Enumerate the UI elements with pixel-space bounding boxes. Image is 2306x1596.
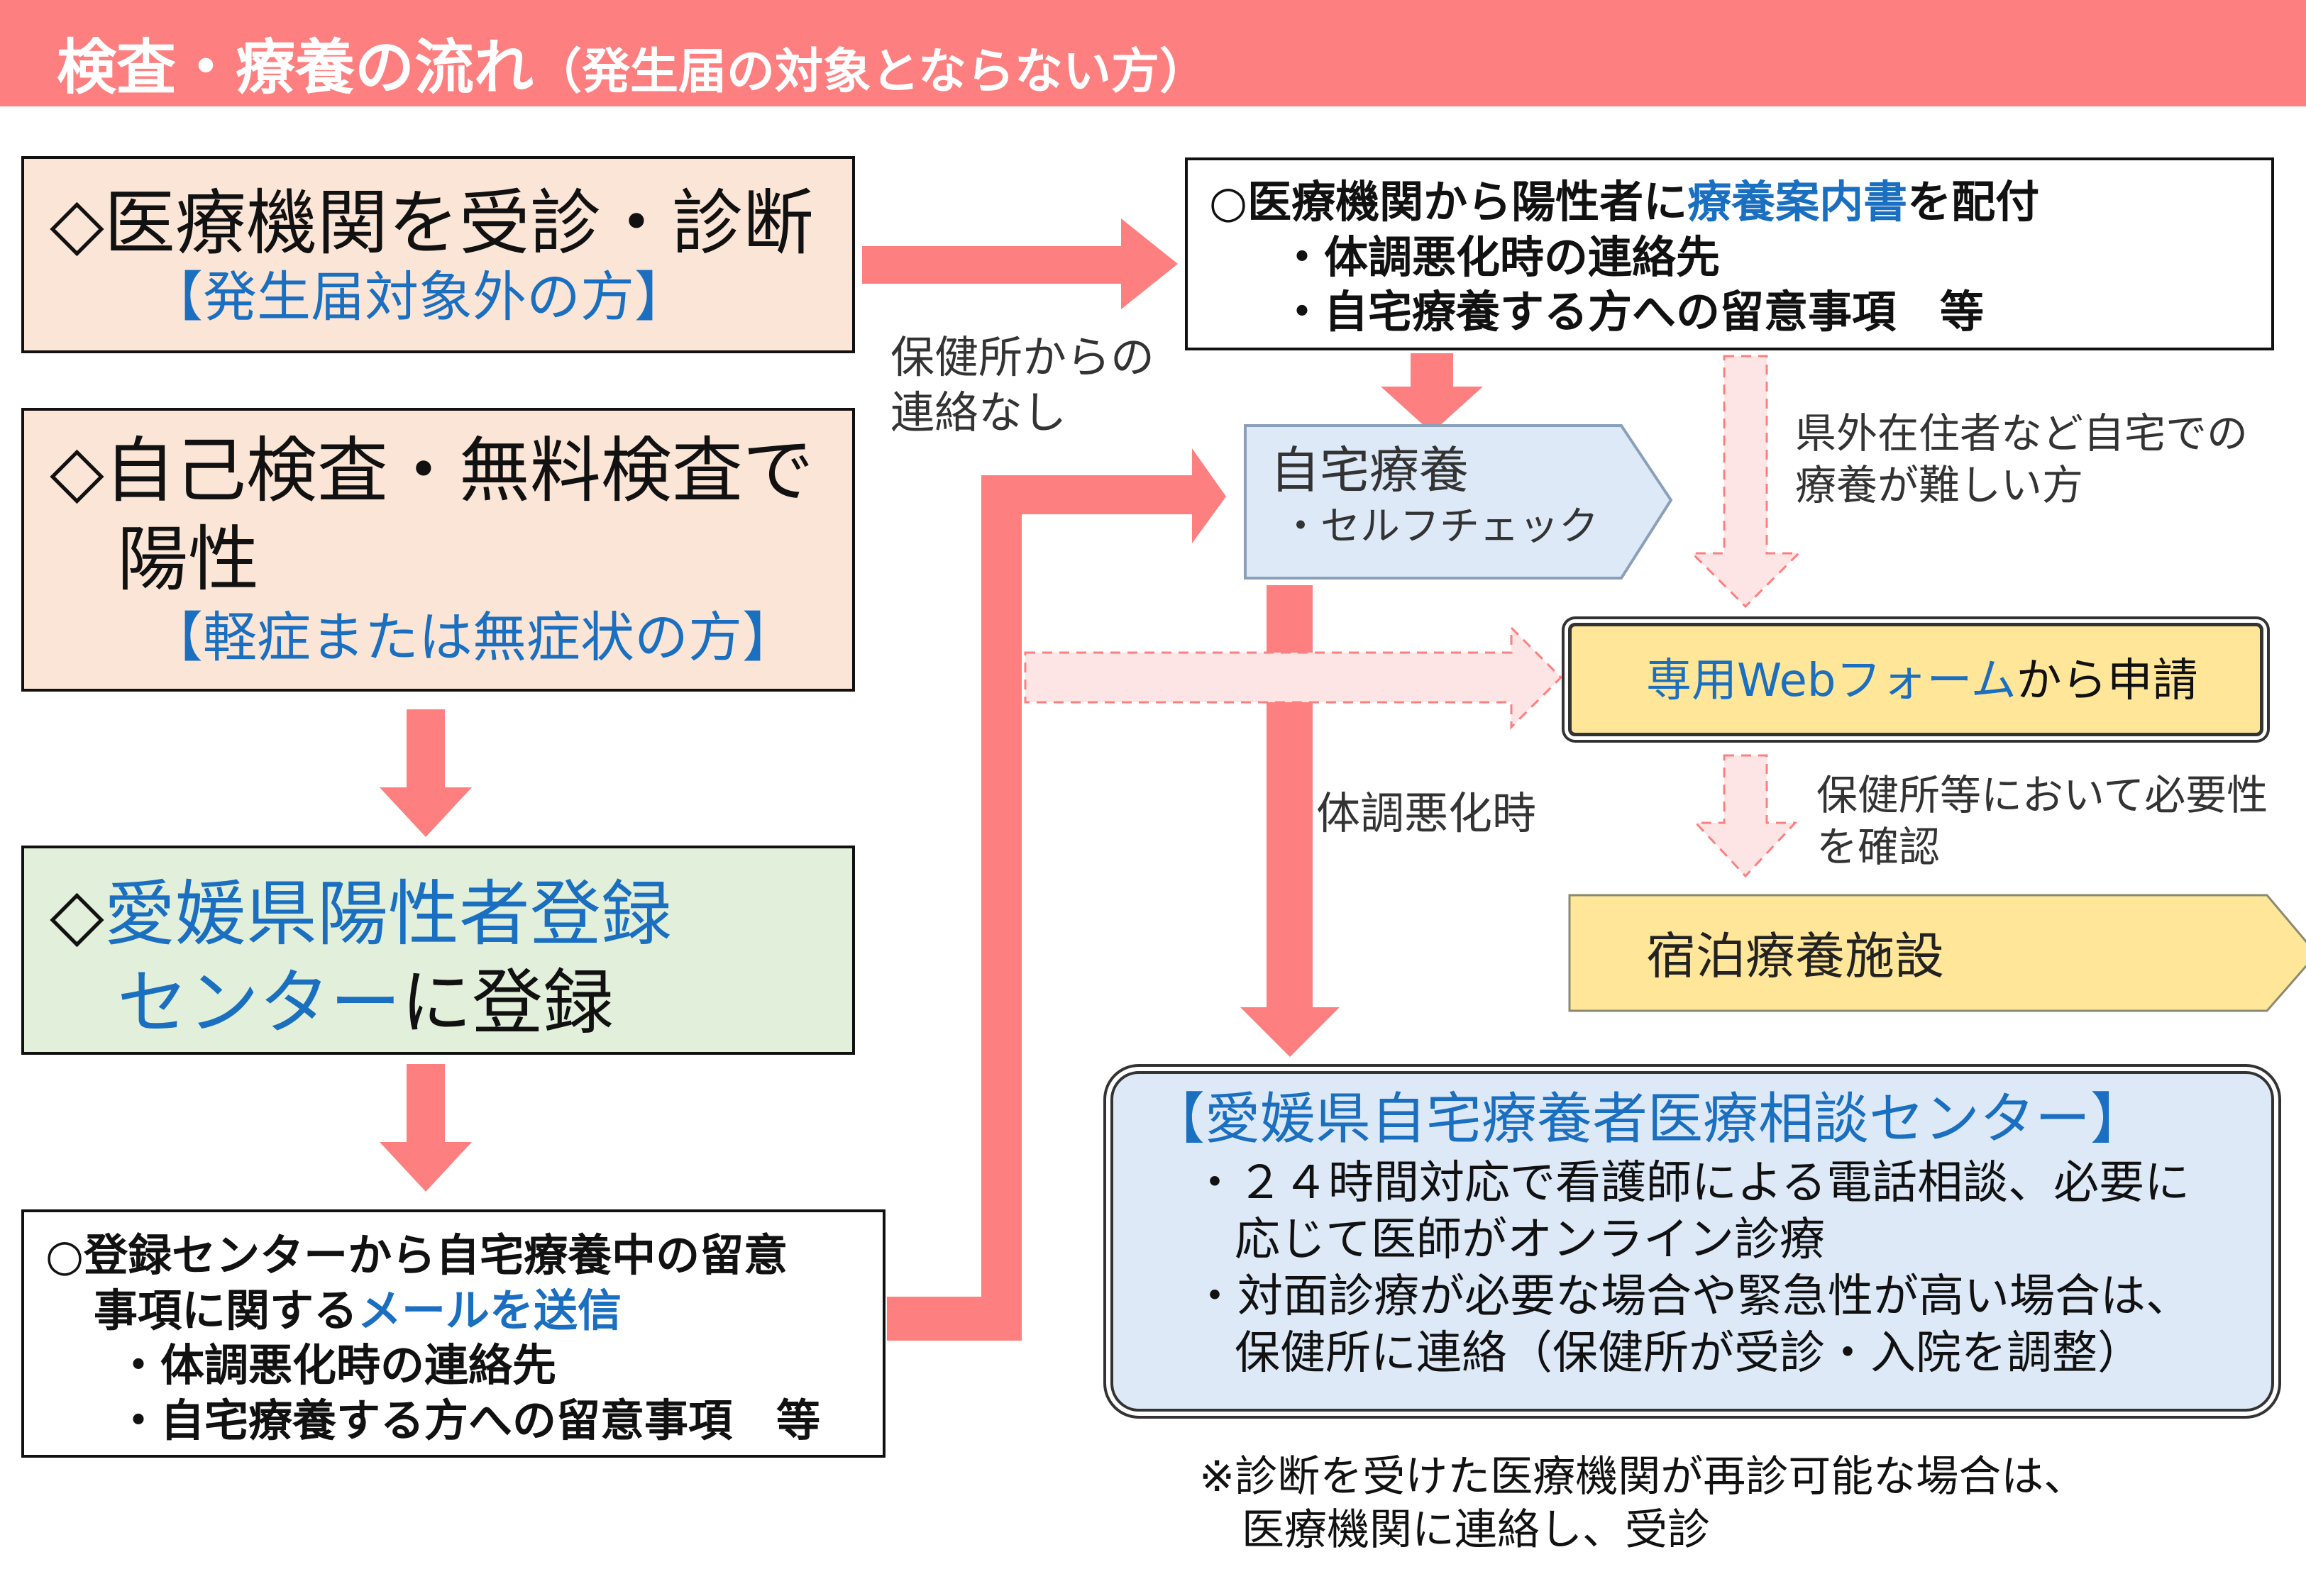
self-test-title: ◇自己検査・無料検査で	[50, 429, 814, 512]
self-test-sub: 【軽症または無症状の方】	[149, 606, 796, 669]
registration-action: に登録	[401, 961, 614, 1044]
registration-center-box: ◇愛媛県陽性者登録 センターに登録	[21, 846, 855, 1055]
clinic-diagnosis-sub: 【発生届対象外の方】	[149, 265, 688, 328]
outside-label: 県外在住者など自宅での 療養が難しい方	[1795, 408, 2248, 511]
arrow-clinic-to-guide	[862, 218, 1178, 309]
arrow-down-2	[380, 1064, 472, 1192]
guide-line1: ○医療機関から陽性者に	[1209, 176, 1688, 228]
clinic-diagnosis-title: ◇医療機関を受診・診断	[50, 182, 814, 265]
center-title: 【愛媛県自宅療養者医療相談センター】	[1149, 1087, 2146, 1151]
mail-notice-highlight: メールを送信	[358, 1284, 622, 1336]
no-contact-label: 保健所からの 連絡なし	[890, 330, 1154, 440]
registration-prefix: ◇	[50, 872, 104, 955]
mail-notice-line1: ○登録センターから自宅療養中の留意	[45, 1229, 788, 1281]
arrow-home-to-center	[1240, 585, 1340, 1057]
consultation-center-box	[1110, 1071, 2274, 1412]
hotel-shape	[1568, 894, 2306, 1012]
guide-line2: ・体調悪化時の連絡先	[1280, 231, 1721, 283]
no-contact-line2: 連絡なし	[890, 386, 1067, 438]
mail-notice-line4: ・自宅療養する方への留意事項 等	[116, 1394, 821, 1446]
home-care-title: 自宅療養	[1270, 441, 1469, 499]
guide-highlight: 療養案内書	[1687, 176, 1908, 228]
footnote-line2: 医療機関に連絡し、受診	[1242, 1505, 1710, 1555]
confirm-label: 保健所等において必要性 を確認	[1816, 770, 2268, 872]
arrow-guide-to-webform	[1689, 355, 1802, 609]
footnote: ※診断を受けた医療機関が再診可能な場合は、 医療機関に連絡し、受診	[1199, 1451, 2086, 1557]
footnote-line1: ※診断を受けた医療機関が再診可能な場合は、	[1199, 1452, 2087, 1502]
center-line4: 保健所に連絡（保健所が受診・入院を調整）	[1235, 1326, 2143, 1380]
webform-action: から申請	[2016, 655, 2198, 707]
arrow-guide-to-home	[1381, 353, 1483, 433]
outside-line2: 療養が難しい方	[1795, 460, 2084, 509]
title-sub: （発生届の対象とならない方）	[534, 44, 1208, 100]
webform-text: 専用Webフォームから申請	[1646, 653, 2198, 709]
arrow-to-webform	[1024, 625, 1563, 730]
page-title: 検査・療養の流れ（発生届の対象とならない方）	[57, 20, 1208, 106]
self-test-box: ◇自己検査・無料検査で 陽性 【軽症または無症状の方】	[21, 408, 855, 692]
arrow-mail-to-home	[887, 448, 1226, 1341]
guide-line1-end: を配付	[1907, 176, 2040, 228]
webform-box[interactable]	[1568, 623, 2263, 736]
guide-distribution-box: ○医療機関から陽性者に療養案内書を配付 ・体調悪化時の連絡先 ・自宅療養する方へ…	[1185, 157, 2274, 350]
home-care-text: 自宅療養 ・セルフチェック	[1270, 440, 1599, 552]
registration-center-name-2: センター	[117, 961, 401, 1044]
consultation-center-text: 【愛媛県自宅療養者医療相談センター】 ・２４時間対応で看護師による電話相談、必要…	[1135, 1085, 2191, 1382]
home-care-sub: ・セルフチェック	[1281, 503, 1599, 550]
center-line2: 応じて医師がオンライン診療	[1235, 1213, 1825, 1266]
arrow-down-1	[380, 709, 472, 837]
confirm-line2: を確認	[1816, 822, 1941, 871]
title-main: 検査・療養の流れ	[57, 33, 534, 102]
mail-notice-line3: ・体調悪化時の連絡先	[116, 1339, 557, 1391]
webform-name: 専用Webフォーム	[1646, 655, 2017, 707]
home-shape	[1244, 424, 1673, 580]
worsen-label: 体調悪化時	[1316, 787, 1537, 839]
hotel-label: 宿泊療養施設	[1646, 927, 1944, 985]
arrow-webform-to-hotel	[1693, 754, 1798, 878]
center-line1: ・２４時間対応で看護師による電話相談、必要に	[1192, 1156, 2190, 1209]
clinic-diagnosis-box: ◇医療機関を受診・診断 【発生届対象外の方】	[21, 156, 855, 353]
guide-line3: ・自宅療養する方への留意事項 等	[1280, 286, 1985, 338]
outside-line1: 県外在住者など自宅での	[1795, 409, 2249, 458]
confirm-line1: 保健所等において必要性	[1816, 771, 2268, 819]
registration-center-name: 愛媛県陽性者登録	[104, 872, 672, 955]
self-test-title-2: 陽性	[117, 518, 259, 601]
center-line3: ・対面診療が必要な場合や緊急性が高い場合は、	[1192, 1270, 2191, 1323]
mail-notice-box: ○登録センターから自宅療養中の留意 事項に関するメールを送信 ・体調悪化時の連絡…	[21, 1209, 886, 1458]
no-contact-line1: 保健所からの	[890, 331, 1155, 383]
mail-notice-line2: 事項に関する	[94, 1284, 358, 1336]
header-bar	[0, 0, 2306, 106]
